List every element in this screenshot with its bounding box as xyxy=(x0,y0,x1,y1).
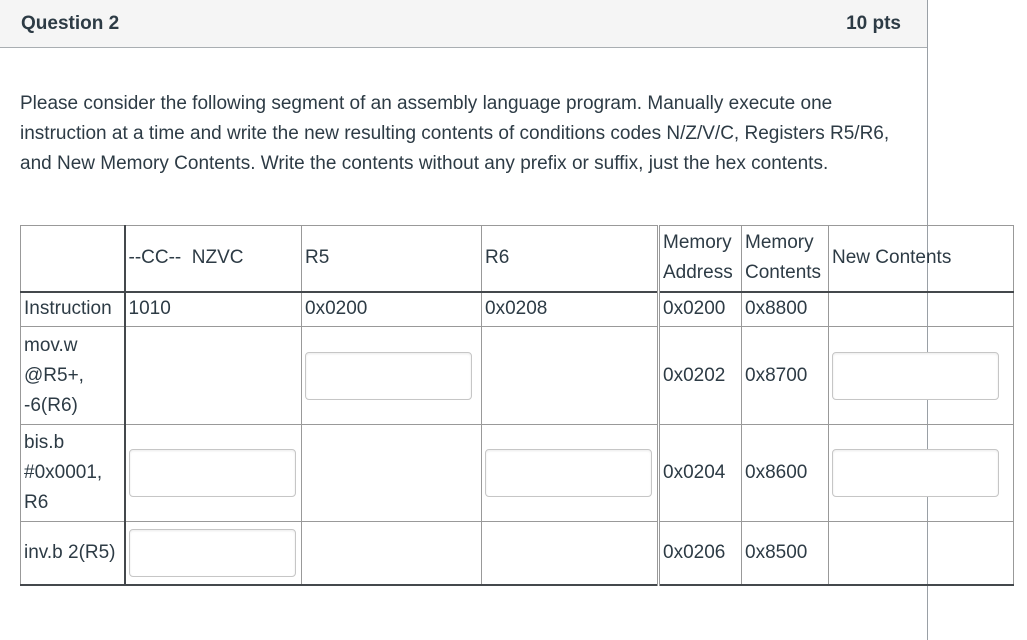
input-r5-movw[interactable] xyxy=(305,351,472,400)
cell-cc-invb xyxy=(124,521,302,586)
answer-table: --CC-- NZVC R5 R6 Memory Address Memory … xyxy=(20,225,1014,586)
cell-mem-invb: 0x8500 xyxy=(741,521,829,586)
question-header: Question 2 10 pts xyxy=(0,0,927,48)
col-header-cc-nzvc: --CC-- NZVC xyxy=(124,225,302,293)
cell-cc-movw xyxy=(124,326,302,425)
cell-label-invb: inv.b 2(R5) xyxy=(20,521,126,586)
cell-cc-bisb xyxy=(124,424,302,522)
cell-r5-bisb xyxy=(301,424,482,522)
cell-r6-movw xyxy=(481,326,659,425)
cell-new-contents-movw xyxy=(828,326,1014,425)
col-header-memory-address: Memory Address xyxy=(657,225,742,293)
cell-r6-initial: 0x0208 xyxy=(481,291,659,327)
cell-mem-initial: 0x8800 xyxy=(741,291,829,327)
cell-new-contents-bisb xyxy=(828,424,1014,522)
table-row-bisb: bis.b #0x0001, R6 0x0204 0x8600 xyxy=(20,424,1014,522)
answer-table-wrapper: --CC-- NZVC R5 R6 Memory Address Memory … xyxy=(20,225,1014,586)
cell-label-bisb: bis.b #0x0001, R6 xyxy=(20,424,126,522)
cell-addr-bisb: 0x0204 xyxy=(657,424,742,522)
col-header-r5: R5 xyxy=(301,225,482,293)
cell-r6-bisb xyxy=(481,424,659,522)
cell-mem-bisb: 0x8600 xyxy=(741,424,829,522)
cell-label-instruction: Instruction xyxy=(20,291,126,327)
table-row-initial-state: Instruction 1010 0x0200 0x0208 0x0200 0x… xyxy=(20,291,1014,327)
cell-addr-invb: 0x0206 xyxy=(657,521,742,586)
question-title: Question 2 xyxy=(21,12,120,34)
col-header-new-contents: New Contents xyxy=(828,225,1014,293)
input-cc-invb[interactable] xyxy=(128,528,296,577)
input-new-contents-movw[interactable] xyxy=(832,351,999,400)
input-new-contents-bisb[interactable] xyxy=(832,449,999,497)
cell-label-movw: mov.w @R5+, -6(R6) xyxy=(20,326,126,425)
question-points: 10 pts xyxy=(846,12,901,34)
input-cc-bisb[interactable] xyxy=(128,449,296,497)
table-row-movw: mov.w @R5+, -6(R6) 0x0202 0x8700 xyxy=(20,326,1014,425)
cell-new-contents-invb xyxy=(828,521,1014,586)
question-prompt: Please consider the following segment of… xyxy=(20,93,890,174)
col-header-memory-contents: Memory Contents xyxy=(741,225,829,293)
cell-r5-movw xyxy=(301,326,482,425)
cell-r5-invb xyxy=(301,521,482,586)
cell-new-contents-initial xyxy=(828,291,1014,327)
col-header-instruction xyxy=(20,225,126,293)
table-row-invb: inv.b 2(R5) 0x0206 0x8500 xyxy=(20,521,1014,586)
cell-addr-movw: 0x0202 xyxy=(657,326,742,425)
cell-cc-initial: 1010 xyxy=(124,291,302,327)
col-header-r6: R6 xyxy=(481,225,659,293)
cell-r6-invb xyxy=(481,521,659,586)
cell-r5-initial: 0x0200 xyxy=(301,291,482,327)
cell-mem-movw: 0x8700 xyxy=(741,326,829,425)
table-header-row: --CC-- NZVC R5 R6 Memory Address Memory … xyxy=(20,225,1014,293)
cell-addr-initial: 0x0200 xyxy=(657,291,742,327)
input-r6-bisb[interactable] xyxy=(485,449,652,497)
